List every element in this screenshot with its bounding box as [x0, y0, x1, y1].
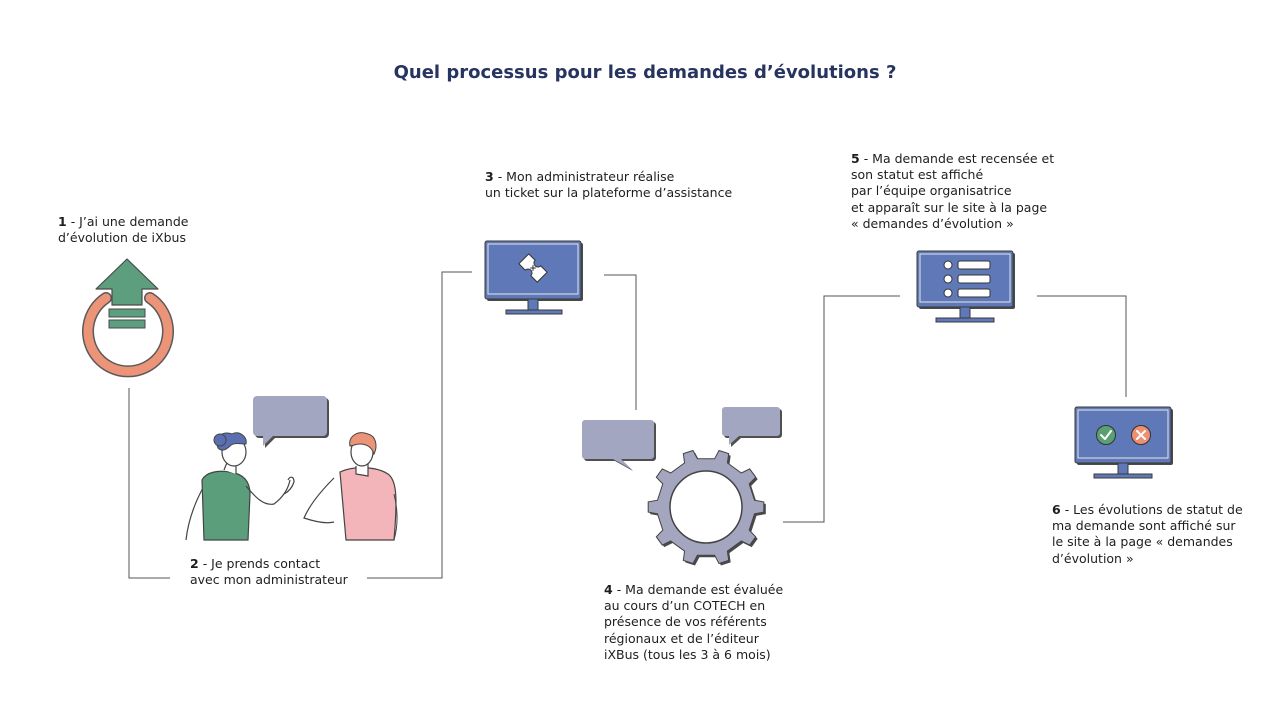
check-icon	[1096, 425, 1116, 445]
step-line: - Mon administrateur réalise	[497, 169, 675, 184]
step-line: - Ma demande est évaluée	[616, 582, 784, 597]
list-monitor-icon	[916, 250, 1015, 323]
step-line: ma demande sont affiché sur	[1052, 518, 1236, 534]
step-5-text: 5 - Ma demande est recensée et son statu…	[851, 151, 1054, 232]
step-line: régionaux et de l’éditeur	[604, 630, 759, 646]
connector-1-2	[128, 388, 170, 579]
step-line: - Les évolutions de statut de	[1064, 502, 1243, 517]
step-1-text: 1 - J’ai une demande d’évolution de iXbu…	[58, 214, 188, 246]
step-line: d’évolution de iXbus	[58, 230, 186, 246]
ticket-icon	[518, 253, 548, 283]
connector-3-4	[604, 274, 637, 410]
step-3-text: 3 - Mon administrateur réalise un ticket…	[485, 169, 732, 201]
connector-4-5	[783, 295, 900, 523]
page-title: Quel processus pour les demandes d’évolu…	[393, 62, 897, 83]
step-number: 5	[851, 151, 860, 166]
step-line: son statut est affiché	[851, 167, 984, 183]
step-number: 2	[190, 556, 199, 571]
step-line: - Ma demande est recensée et	[863, 151, 1055, 166]
step-number: 1	[58, 214, 67, 229]
speech-bubble-icon	[582, 420, 656, 471]
step-line: « demandes d’évolution »	[851, 215, 1014, 231]
step-line: présence de vos référents	[604, 614, 767, 630]
gear-hole	[669, 470, 743, 544]
step-6-text: 6 - Les évolutions de statut de ma deman…	[1052, 502, 1243, 567]
step-line: - J’ai une demande	[70, 214, 189, 229]
step-line: - Je prends contact	[202, 556, 321, 571]
step-4-text: 4 - Ma demande est évaluée au cours d’un…	[604, 582, 783, 663]
speech-bubble-icon	[722, 407, 782, 447]
step-line: iXBus (tous les 3 à 6 mois)	[604, 646, 771, 662]
step-line: par l’équipe organisatrice	[851, 183, 1012, 199]
cross-icon	[1131, 425, 1151, 445]
step-line: et apparaît sur le site à la page	[851, 199, 1048, 215]
step-number: 3	[485, 169, 494, 184]
step-number: 6	[1052, 502, 1061, 517]
step-line: au cours d’un COTECH en	[604, 598, 766, 614]
step-number: 4	[604, 582, 613, 597]
step-line: le site à la page « demandes	[1052, 534, 1233, 550]
upload-arrow-icon	[82, 258, 174, 378]
speech-bubble-icon	[253, 396, 329, 448]
person-right	[303, 432, 398, 541]
connector-5-6	[1037, 295, 1127, 397]
connector-2-3	[367, 271, 472, 579]
step-2-text: 2 - Je prends contact avec mon administr…	[190, 556, 348, 588]
status-monitor-icon	[1074, 406, 1173, 479]
gear-icon	[647, 449, 766, 566]
list-items	[943, 260, 991, 298]
person-left	[185, 432, 295, 541]
people-talking-illustration	[185, 396, 398, 541]
step-line: d’évolution »	[1052, 550, 1134, 566]
cotech-illustration	[582, 407, 782, 566]
step-line: un ticket sur la plateforme d’assistance	[485, 185, 733, 201]
step-line: avec mon administrateur	[190, 572, 348, 588]
ticket-monitor-icon	[484, 240, 583, 315]
